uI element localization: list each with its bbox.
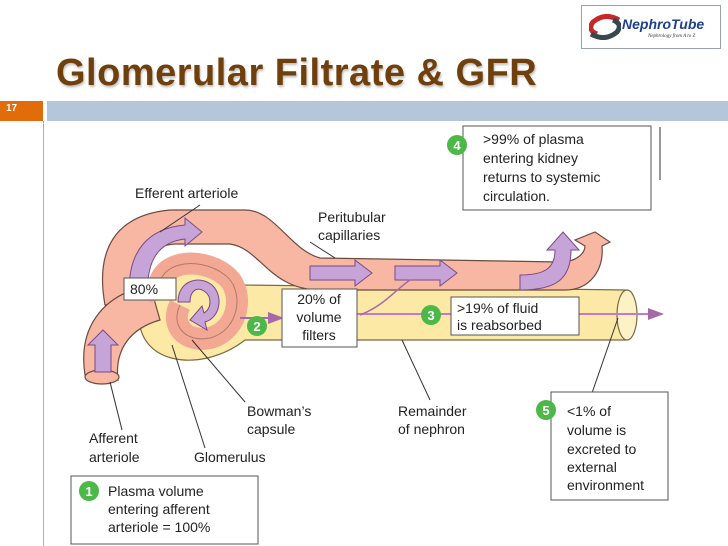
glomerular-flow-arrow <box>177 279 220 332</box>
left-rule <box>43 121 44 546</box>
step-1-number: 1 <box>85 484 92 499</box>
capillary-flow-arrow-2 <box>394 258 458 288</box>
afferent-flow-arrow <box>86 329 120 373</box>
filter-label-line2: volume <box>296 309 341 325</box>
step-4-line1: >99% of plasma <box>483 131 584 147</box>
step-5-line1: <1% of <box>567 403 611 419</box>
step-badges <box>79 135 556 501</box>
afferent-label-line1: Afferent <box>89 430 138 446</box>
step-5-box <box>550 391 669 501</box>
capillary-link-line <box>359 279 411 316</box>
return-flow-arrow <box>519 231 581 291</box>
step-5-badge <box>536 400 556 420</box>
step-4-line4: circulation. <box>483 188 550 204</box>
step-3-number: 3 <box>427 308 434 323</box>
eighty-percent-box <box>123 277 177 301</box>
reabsorbed-label-line2: is reabsorbed <box>457 317 542 333</box>
step-1-line3: arteriole = 100% <box>108 519 210 535</box>
step-1-badge <box>79 481 99 501</box>
bowmans-label-line1: Bowman’s <box>247 403 311 419</box>
slide-number: 17 <box>0 101 43 121</box>
afferent-label-line2: arteriole <box>89 449 140 465</box>
step-4-number: 4 <box>453 138 461 153</box>
step-3-badge <box>421 305 441 325</box>
step-1-line1: Plasma volume <box>108 483 204 499</box>
logo-mark-icon <box>589 14 621 40</box>
step-5-line2: volume is <box>567 422 626 438</box>
efferent-arteriole-vessel <box>101 209 612 306</box>
glomerulus-label: Glomerulus <box>194 449 266 465</box>
step-5-line5: environment <box>567 477 644 493</box>
step-2-number: 2 <box>253 319 260 334</box>
peritubular-label-line1: Peritubular <box>318 209 386 225</box>
logo-tagline: Nephrology from A to Z <box>648 34 696 39</box>
reabsorbed-label-line1: >19% of fluid <box>457 300 538 316</box>
reabsorbed-box <box>450 296 580 336</box>
filter-box <box>281 288 358 348</box>
glomerulus <box>147 252 248 350</box>
filter-label-line1: 20% of <box>297 291 341 307</box>
peritubular-label-line2: capillaries <box>318 227 380 243</box>
page-title: Glomerular Filtrate & GFR <box>56 52 538 94</box>
step-4-line3: returns to systemic <box>483 169 600 185</box>
step-1-box <box>70 475 259 545</box>
remainder-label-line1: Remainder <box>398 403 467 419</box>
capillary-flow-arrow-1 <box>309 258 373 288</box>
step-4-box <box>462 125 652 211</box>
bowmans-label-line2: capsule <box>247 421 295 437</box>
logo: NephroTube Nephrology from A to Z <box>581 5 721 49</box>
step-5-line4: external <box>567 459 617 475</box>
eighty-percent-label: 80% <box>130 281 158 297</box>
efferent-label: Efferent arteriole <box>135 185 238 201</box>
step-2-badge <box>247 316 267 336</box>
header-bar <box>47 101 728 121</box>
step-5-line3: excreted to <box>567 441 636 457</box>
step-4-line2: entering kidney <box>483 150 578 166</box>
leader-lines <box>109 127 661 449</box>
step-5-number: 5 <box>542 403 549 418</box>
step-4-badge <box>447 135 467 155</box>
remainder-label-line2: of nephron <box>398 421 465 437</box>
logo-name: NephroTube <box>622 16 705 32</box>
step-1-line2: entering afferent <box>108 501 210 517</box>
filter-label-line3: filters <box>302 327 335 343</box>
